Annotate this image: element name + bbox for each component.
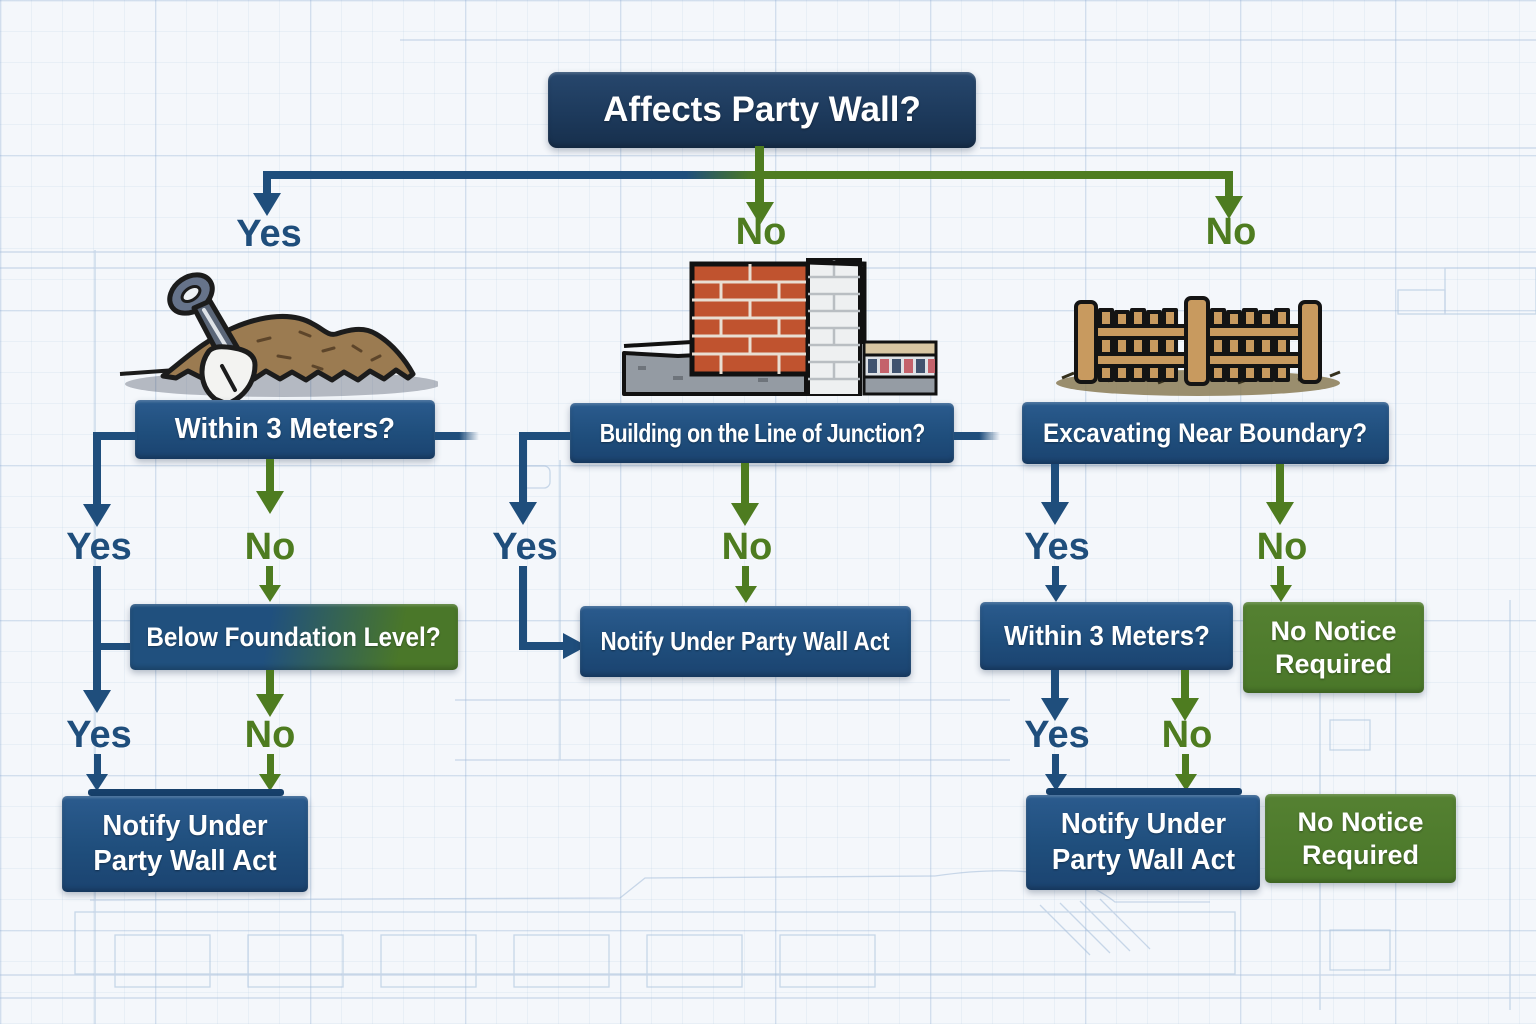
question-box-below-foundation-level: Below Foundation Level? <box>130 604 458 670</box>
connector-q1-yes-v <box>93 432 101 504</box>
outcome-label: No Notice Required <box>1297 806 1424 870</box>
connector-yes-elbow <box>263 171 271 193</box>
connector-split-left <box>263 171 755 179</box>
arrow-down-icon <box>735 586 757 603</box>
arrow-down-icon <box>86 774 108 791</box>
connector-q1-yes-v2 <box>93 566 101 690</box>
outcome-label: Notify Under Party Wall Act <box>1051 808 1235 876</box>
branch-label-no: No <box>721 526 773 568</box>
outcome-box-no-notice-2: No Notice Required <box>1265 794 1456 883</box>
connector-right-no-v <box>1276 464 1284 502</box>
arrow-down-icon <box>1041 502 1069 525</box>
connector-bfl-stub <box>99 643 132 650</box>
branch-label-no: No <box>735 211 787 253</box>
connector-right-final-yes <box>1052 754 1059 774</box>
outcome-box-notify-left: Notify Under Party Wall Act <box>62 796 308 892</box>
root-question-box: Affects Party Wall? <box>548 72 976 148</box>
connector-bar <box>88 789 284 796</box>
question-box-within-3-meters-left: Within 3 Meters? <box>135 400 435 459</box>
arrow-down-icon <box>259 774 281 791</box>
connector-right-no-v2 <box>1277 566 1284 585</box>
branch-label-yes: Yes <box>1024 714 1090 756</box>
connector-bar <box>1046 788 1242 795</box>
question-label: Within 3 Meters? <box>174 413 396 445</box>
question-box-within-3-meters-right: Within 3 Meters? <box>980 602 1233 670</box>
outcome-label: Notify Under Party Wall Act <box>93 809 277 877</box>
connector-right-q2-yes-v <box>1051 670 1059 698</box>
connector-mid-yes-v <box>519 432 527 502</box>
connector-no-center <box>755 179 764 202</box>
connector-mid-no-v <box>741 463 749 503</box>
connector-no-right-elbow <box>1225 171 1233 196</box>
connector-right-yes-v2 <box>1052 566 1059 585</box>
boundary-fence-icon <box>1056 296 1341 396</box>
arrow-down-icon <box>1045 774 1067 791</box>
shovel-dirt-pile-icon <box>119 272 438 400</box>
branch-label-yes: Yes <box>66 526 132 568</box>
arrow-down-icon <box>83 690 111 713</box>
outcome-label: Notify Under Party Wall Act <box>600 626 891 656</box>
arrow-down-icon <box>1270 585 1292 602</box>
connector-stub <box>435 432 479 440</box>
arrow-down-icon <box>256 491 284 514</box>
connector-final-no <box>267 754 274 774</box>
branch-label-no: No <box>1161 714 1213 756</box>
arrow-down-icon <box>1171 698 1199 721</box>
connector-mid-yes-h2 <box>523 642 565 650</box>
question-label: Within 3 Meters? <box>1003 620 1210 651</box>
outcome-box-notify-middle: Notify Under Party Wall Act <box>580 606 911 677</box>
branch-label-yes: Yes <box>236 213 302 255</box>
connector-right-yes-v <box>1051 464 1059 502</box>
branch-label-yes: Yes <box>66 714 132 756</box>
arrow-down-icon <box>259 585 281 602</box>
party-wall-bricks-icon <box>622 258 938 396</box>
arrow-down-icon <box>1215 196 1243 219</box>
branch-label-no: No <box>244 714 296 756</box>
connector-split-right <box>753 171 1233 179</box>
arrow-down-icon <box>256 694 284 717</box>
arrow-down-icon <box>509 502 537 525</box>
connector-q1-yes-h <box>97 432 137 440</box>
connector-right-final-no <box>1182 754 1189 774</box>
outcome-box-notify-right: Notify Under Party Wall Act <box>1026 795 1260 890</box>
branch-label-yes: Yes <box>492 526 558 568</box>
question-label: Excavating Near Boundary? <box>1043 417 1368 448</box>
arrow-down-icon <box>1041 698 1069 721</box>
root-question-label: Affects Party Wall? <box>603 90 921 129</box>
connector-mid-yes-h <box>519 432 570 440</box>
arrow-down-icon <box>253 193 281 216</box>
arrow-down-icon <box>1175 774 1197 791</box>
arrow-down-icon <box>746 202 774 225</box>
outcome-label: No Notice Required <box>1270 615 1397 679</box>
connector-q2-no-v <box>266 670 274 694</box>
connector-q1-no-v <box>266 459 274 491</box>
question-box-excavating-near-boundary: Excavating Near Boundary? <box>1022 402 1389 464</box>
connector-mid-no-v2 <box>742 566 749 586</box>
arrow-down-icon <box>83 504 111 527</box>
branch-label-no: No <box>244 526 296 568</box>
outcome-box-no-notice-1: No Notice Required <box>1243 602 1424 693</box>
branch-label-yes: Yes <box>1024 526 1090 568</box>
branch-label-no: No <box>1256 526 1308 568</box>
connector-q1-no-v2 <box>266 566 273 585</box>
connector-final-yes <box>94 754 101 774</box>
question-label: Below Foundation Level? <box>146 621 442 652</box>
arrow-down-icon <box>1045 585 1067 602</box>
arrow-down-icon <box>731 503 759 526</box>
question-box-line-of-junction: Building on the Line of Junction? <box>570 403 954 463</box>
connector-mid-yes-v2 <box>519 566 527 650</box>
connector-root-stem <box>755 146 764 173</box>
question-label: Building on the Line of Junction? <box>599 417 925 448</box>
connector-stub <box>954 432 1000 440</box>
arrow-down-icon <box>1266 502 1294 525</box>
connector-right-q2-no-v <box>1181 670 1189 698</box>
branch-label-no: No <box>1205 211 1257 253</box>
